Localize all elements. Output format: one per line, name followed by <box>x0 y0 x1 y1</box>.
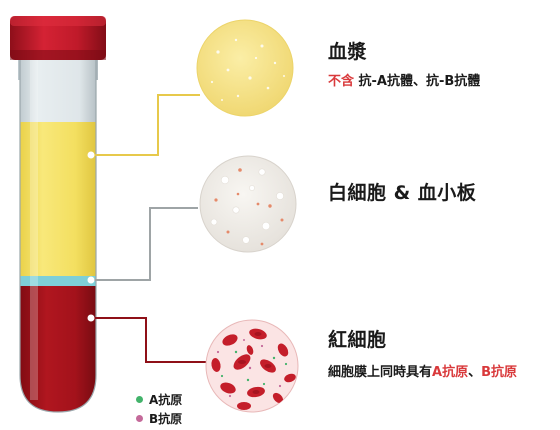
tube-cap <box>10 16 106 60</box>
plasma-title: 血漿 <box>328 41 368 63</box>
wbc-connector <box>91 207 198 281</box>
rbc-desc-prefix: 細胞膜上同時具有 <box>328 365 433 380</box>
rbc-title: 紅細胞 <box>328 329 387 351</box>
rbc-desc-separator: 、 <box>468 365 482 380</box>
tube-empty-space <box>20 55 96 125</box>
wbc-platelet-title: 白細胞 & 血小板 <box>328 182 477 204</box>
wbc-marker-dot <box>87 276 95 284</box>
plasma-connector <box>91 94 200 156</box>
tube-highlight <box>30 60 38 400</box>
plasma-magnified-view <box>196 19 294 117</box>
buffy-coat-layer <box>20 276 96 288</box>
rbc-antigen-a: A抗原 <box>432 365 469 380</box>
rbc-magnified-view <box>205 319 299 413</box>
legend-b-dot-icon <box>136 415 143 422</box>
rbc-marker-dot <box>87 314 95 322</box>
legend-a-dot-icon <box>136 396 143 403</box>
connector-lines <box>91 94 206 363</box>
legend-antigen-a: A抗原 <box>136 391 182 408</box>
plasma-desc-rest: 抗-A抗體、抗-B抗體 <box>354 74 481 89</box>
red-cell-layer <box>20 286 96 412</box>
rbc-description: 細胞膜上同時具有A抗原、B抗原 <box>328 361 517 380</box>
legend-a-label: A抗原 <box>149 393 183 407</box>
plasma-layer <box>20 122 96 280</box>
wbc-magnified-view <box>199 155 297 253</box>
plasma-marker-dot <box>87 151 95 159</box>
plasma-description: 不含 抗-A抗體、抗-B抗體 <box>328 70 480 89</box>
rbc-antigen-b: B抗原 <box>481 365 518 380</box>
plasma-desc-highlight: 不含 <box>328 74 355 89</box>
legend-b-label: B抗原 <box>149 412 183 426</box>
rbc-connector <box>91 317 206 363</box>
legend-antigen-b: B抗原 <box>136 410 182 427</box>
test-tube <box>10 16 106 413</box>
